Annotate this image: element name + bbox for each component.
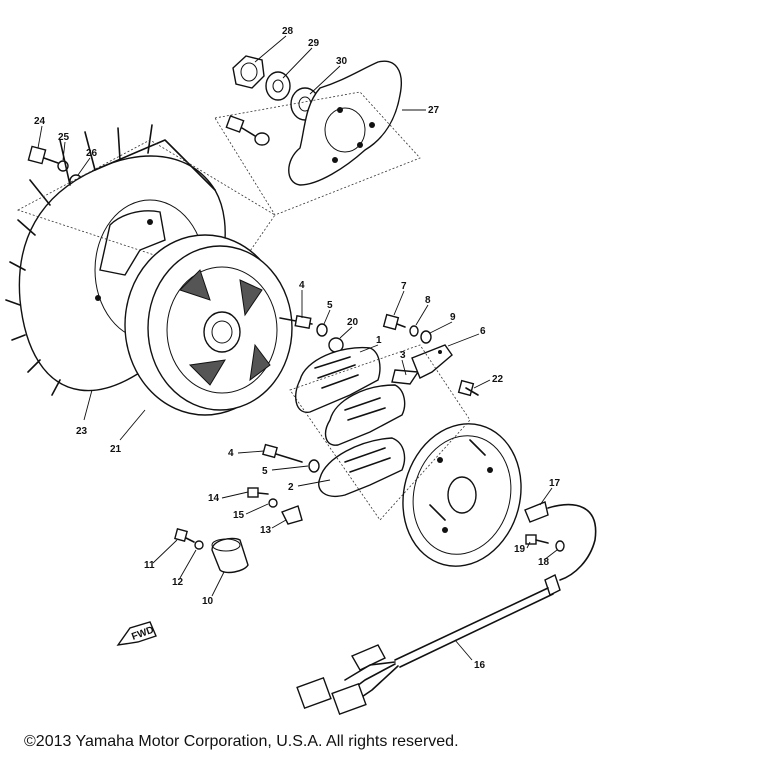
part-label-4-upper: 4 — [299, 280, 305, 291]
part-label-4-lower: 4 — [228, 448, 234, 459]
washer-5-lower — [308, 459, 320, 473]
washer-5-upper — [316, 323, 328, 337]
washer-18 — [555, 540, 565, 552]
part-label-15: 15 — [233, 510, 245, 521]
copyright-notice: ©2013 Yamaha Motor Corporation, U.S.A. A… — [24, 733, 459, 750]
bolt-4-upper — [279, 315, 313, 329]
cam-plate-27 — [288, 60, 402, 186]
part-label-5-upper: 5 — [327, 300, 333, 311]
lead-wire-16 — [296, 574, 561, 716]
part-label-29: 29 — [308, 38, 320, 49]
coil-3 — [324, 369, 420, 446]
washer-8 — [409, 325, 419, 337]
part-label-24: 24 — [34, 116, 46, 127]
part-label-18: 18 — [538, 557, 550, 568]
clamp-13 — [281, 505, 303, 525]
stator-base-plate — [402, 423, 522, 567]
part-label-28: 28 — [282, 26, 294, 37]
washer-9 — [420, 330, 432, 344]
screw-11 — [174, 528, 195, 543]
magneto-assembly-drawing: FWD 28 29 — [5, 26, 597, 716]
fwd-direction-arrow: FWD — [116, 621, 157, 646]
part-label-7: 7 — [401, 281, 407, 292]
condenser-10 — [211, 537, 249, 574]
part-label-16: 16 — [474, 660, 486, 671]
grommet-17 — [524, 501, 597, 581]
part-label-8: 8 — [425, 295, 431, 306]
part-label-13: 13 — [260, 525, 272, 536]
washer-15 — [268, 498, 278, 508]
contact-breaker-6 — [411, 344, 453, 379]
part-label-6: 6 — [480, 326, 486, 337]
part-label-5-lower: 5 — [262, 466, 268, 477]
part-label-23: 23 — [76, 426, 88, 437]
part-label-14: 14 — [208, 493, 220, 504]
screw-19 — [525, 534, 549, 545]
part-label-25: 25 — [58, 132, 70, 143]
part-label-20: 20 — [347, 317, 359, 328]
part-label-22: 22 — [492, 374, 504, 385]
coil-1 — [294, 346, 381, 413]
screw-14 — [247, 487, 269, 498]
part-label-11: 11 — [144, 560, 155, 571]
part-label-21: 21 — [110, 444, 122, 455]
bolt-4-lower — [262, 443, 303, 463]
part-label-1: 1 — [376, 335, 382, 346]
washer-12 — [194, 540, 204, 550]
coil-2 — [318, 437, 406, 497]
rotor-21 — [124, 234, 293, 416]
part-label-12: 12 — [172, 577, 184, 588]
leader-lines — [37, 35, 558, 661]
part-label-3: 3 — [400, 350, 406, 361]
part-label-26: 26 — [86, 148, 98, 159]
part-label-10: 10 — [202, 596, 214, 607]
part-label-17: 17 — [549, 478, 561, 489]
part-label-2: 2 — [288, 482, 294, 493]
screw-7 — [382, 313, 406, 331]
nut-28 — [232, 55, 265, 89]
part-label-19: 19 — [514, 544, 526, 555]
part-label-27: 27 — [428, 105, 440, 116]
bolt-24 — [27, 145, 59, 165]
screw-22 — [457, 379, 479, 397]
part-label-30: 30 — [336, 56, 348, 67]
washer-29 — [265, 71, 291, 101]
plate-screw — [225, 115, 270, 146]
part-number-labels: 28 29 30 27 24 25 26 4 5 20 1 3 7 8 9 6 … — [34, 26, 561, 671]
part-label-9: 9 — [450, 312, 456, 323]
